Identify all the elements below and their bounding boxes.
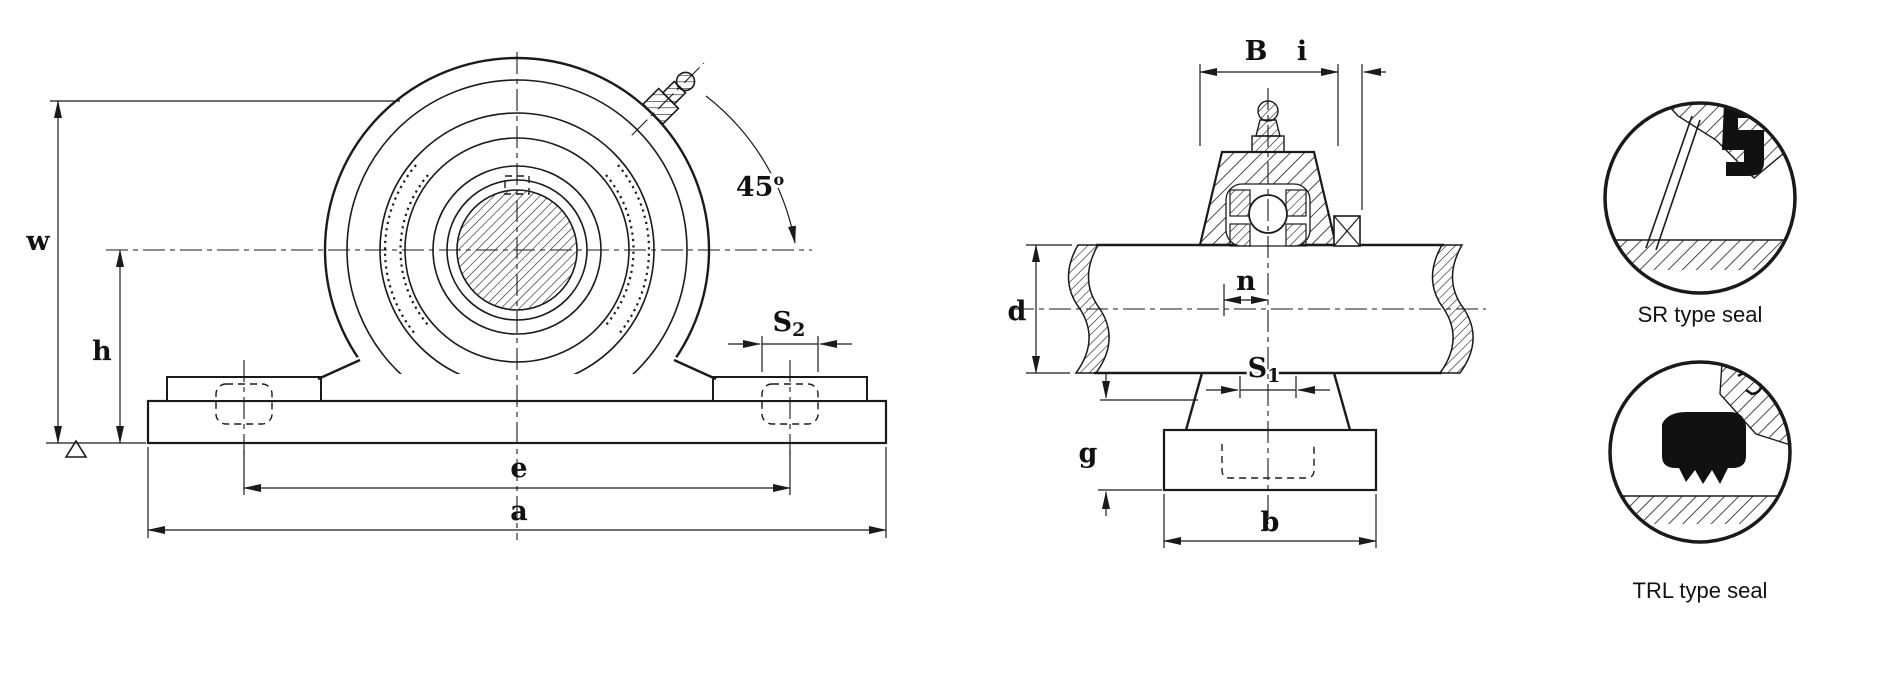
dim-w: w (22, 100, 400, 444)
dim-s2: S2 (728, 304, 852, 372)
housing-section-upper (1198, 100, 1361, 247)
dim-a-label: a (510, 496, 528, 527)
dim-d: d (1005, 244, 1072, 374)
housing-base-side (1162, 372, 1378, 492)
datum-triangle (64, 439, 88, 458)
trl-detail-circle (1608, 360, 1792, 544)
dim-h-label: h (92, 336, 112, 367)
trl-seal-profile (1662, 412, 1746, 484)
angle-45-label: 45o (736, 170, 785, 203)
dim-w-label: w (25, 226, 50, 257)
dim-s2-label: S2 (773, 307, 806, 341)
front-view-pillow-block: 45o w h S2 e (22, 52, 888, 540)
side-section-view: B i d n S1 (1005, 33, 1486, 548)
dim-B-i: B i (1199, 33, 1386, 210)
angle-leader-arc (705, 95, 796, 244)
setscrew-collar (1333, 215, 1361, 247)
dim-a: a (147, 447, 887, 538)
dim-B-label: B (1245, 36, 1268, 67)
seal-detail-sr: SR type seal (1603, 101, 1797, 330)
bolt-slot-right-dashed (761, 383, 819, 425)
dim-b-label: b (1261, 507, 1280, 538)
dim-e-label: e (510, 453, 527, 484)
seal-detail-trl: TRL type seal (1608, 360, 1792, 606)
trl-seal-caption: TRL type seal (1633, 578, 1768, 603)
grease-fitting-front (631, 62, 705, 136)
dim-n: n (1223, 263, 1269, 316)
sr-seal-caption: SR type seal (1638, 302, 1763, 327)
sr-seal-profile (1722, 103, 1764, 176)
dim-g-label: g (1079, 438, 1098, 469)
dim-d-label: d (1008, 296, 1027, 327)
bolt-slot-left-dashed (215, 383, 273, 425)
shaft-break-right (1431, 244, 1474, 374)
dim-b: b (1163, 494, 1377, 548)
dim-i-label: i (1297, 36, 1307, 67)
dim-h: h (89, 249, 124, 444)
dim-g: g (1076, 374, 1198, 516)
dim-n-label: n (1236, 266, 1256, 297)
dim-s1-label: S1 (1248, 353, 1281, 387)
housing-base (146, 356, 888, 462)
sr-detail-circle (1603, 101, 1797, 295)
